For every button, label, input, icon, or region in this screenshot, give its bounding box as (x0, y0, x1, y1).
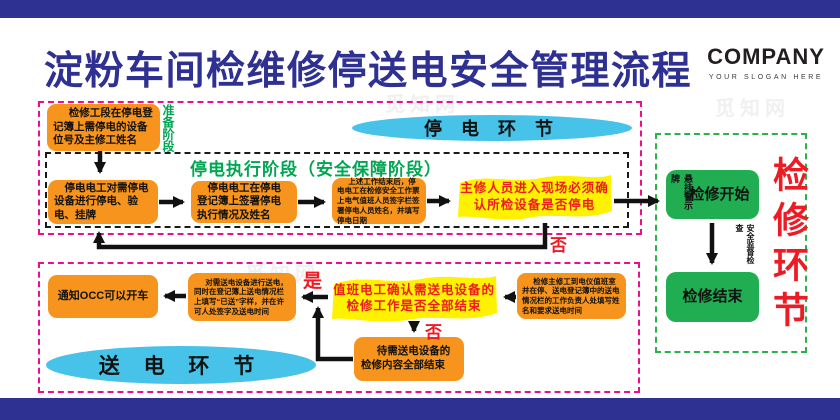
flow-node-cut-power-text: 停电电工对需停电设备进行停电、验电、挂牌 (54, 181, 149, 221)
safety-supervision-label: 安全监督检查 (735, 224, 755, 264)
prepare-phase-label: 准备阶段 (161, 104, 175, 152)
flow-node-repair-start: 检修开始 (666, 170, 759, 219)
flow-node-sign-ticket: 上述工作结束后，停电电工在检修安全工作票上电气值班人员签字栏签署停电人员姓名，并… (332, 176, 426, 225)
flow-node-go-duty-room: 检修主修工到电仪值班室并在停、送电登记簿中的送电情况栏的工作负责人处填写姓名和要… (517, 273, 626, 319)
page-title: 淀粉车间检维修停送电安全管理流程 (44, 50, 693, 93)
flow-node-wait-repair-done: 待需送电设备的检修内容全部结束 (354, 337, 464, 381)
flow-node-repair-start-text: 检修开始 (689, 185, 750, 203)
flow-node-send-power: 对需送电设备进行送电，同时在登记簿上送电情况栏上填写“已送”字样，并在许可人处签… (188, 273, 296, 321)
flow-node-notify-occ: 通知OCC可以开车 (48, 275, 158, 318)
flow-node-send-power-text: 对需送电设备进行送电，同时在登记簿上送电情况栏上填写“已送”字样，并在许可人处签… (194, 277, 288, 316)
power-off-section-border (38, 101, 642, 235)
flow-node-register-text: 检修工段在停电登记簿上需停电的设备位号及主修工姓名 (53, 107, 153, 147)
no-label: 否 (550, 236, 567, 255)
flow-node-cut-power: 停电电工对需停电设备进行停电、验电、挂牌 (48, 180, 158, 224)
flow-node-repair-end-text: 检修结束 (682, 288, 743, 306)
flow-node-go-duty-room-text: 检修主修工到电仪值班室并在停、送电登记簿中的送电情况栏的工作负责人处填写姓名和要… (522, 276, 620, 315)
company-logo: COMPANY YOUR SLOGAN HERE (703, 44, 829, 81)
flow-node-wait-repair-done-text: 待需送电设备的检修内容全部结束 (361, 345, 451, 371)
maintenance-stage-label: 检修环节 (768, 156, 809, 336)
flow-node-confirm-power-off-text: 主修人员进入现场必须确认所检设备是否停电 (460, 181, 609, 212)
power-on-section-border (38, 262, 640, 393)
flow-node-register: 检修工段在停电登记簿上需停电的设备位号及主修工姓名 (47, 104, 160, 151)
flow-node-repair-end: 检修结束 (666, 272, 759, 322)
power-on-stage-ellipse: 送 电 环 节 (46, 346, 316, 384)
flow-node-sign-logbook: 停电电工在停电登记簿上签署停电执行情况及姓名 (191, 181, 297, 223)
yes-label: 是 (303, 271, 323, 292)
power-off-stage-ellipse: 停 电 环 节 (352, 115, 632, 141)
bottom-band (0, 398, 840, 420)
company-name: COMPANY (707, 44, 825, 69)
flow-node-notify-occ-text: 通知OCC可以开车 (57, 290, 149, 303)
company-slogan: YOUR SLOGAN HERE (708, 74, 824, 81)
hang-warning-sign-label: 悬挂警示牌 (670, 174, 693, 210)
execution-phase-label: 停电执行阶段（安全保障阶段） (190, 160, 442, 179)
execution-phase-border (45, 152, 629, 228)
no-label: 否 (425, 323, 442, 342)
watermark: 觅知网 (385, 94, 460, 116)
maintenance-section-border (655, 133, 807, 353)
watermark: 觅知网 (715, 98, 790, 120)
flow-node-sign-ticket-text: 上述工作结束后，停电电工在检修安全工作票上电气值班人员签字栏签署停电人员姓名，并… (337, 176, 420, 225)
top-band (0, 0, 840, 18)
flow-node-sign-logbook-text: 停电电工在停电登记簿上签署停电执行情况及姓名 (197, 181, 281, 221)
flow-node-confirm-repair-done-text: 值班电工确认需送电设备的检修工作是否全部结束 (332, 282, 495, 313)
